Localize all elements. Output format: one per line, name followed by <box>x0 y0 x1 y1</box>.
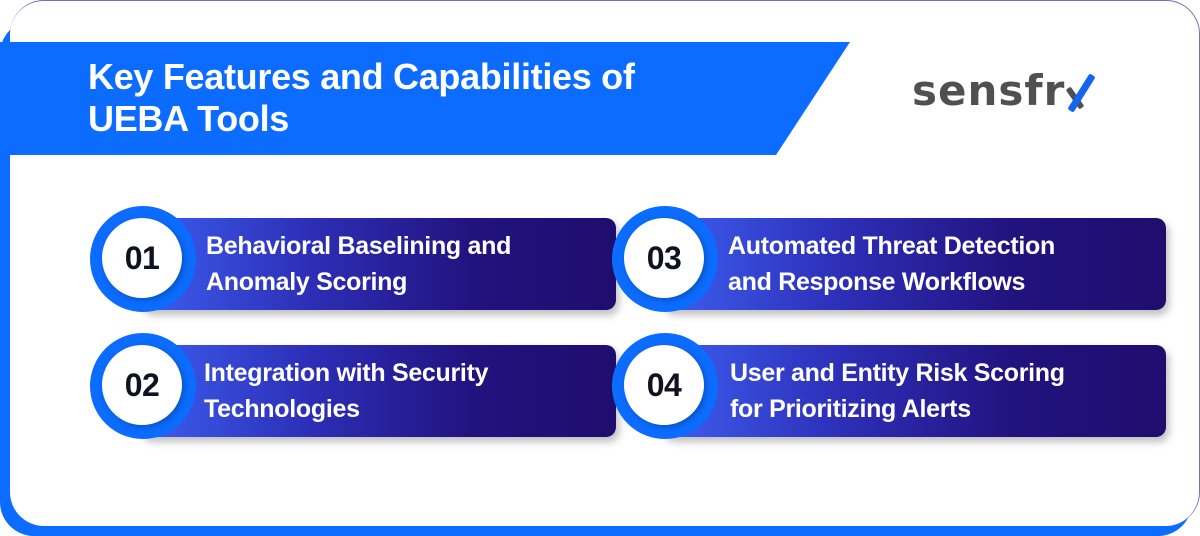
number-badge: 01 <box>102 218 182 298</box>
number-badge: 02 <box>102 345 182 425</box>
page-title-line-2: UEBA Tools <box>88 98 289 139</box>
feature-pill <box>140 218 616 310</box>
feature-label-line-2: Technologies <box>204 395 360 423</box>
feature-label-line-1: Behavioral Baselining and <box>206 232 512 260</box>
feature-number: 03 <box>646 239 682 276</box>
brand-logo-text: sensfr <box>912 66 1066 115</box>
feature-pill <box>662 218 1166 310</box>
feature-label: Integration with Security Technologies <box>204 355 489 427</box>
feature-label: Behavioral Baselining and Anomaly Scorin… <box>206 228 511 300</box>
x-mark-icon <box>1066 72 1096 113</box>
feature-label-line-2: and Response Workflows <box>728 268 1026 296</box>
feature-label-line-1: Automated Threat Detection <box>728 232 1055 260</box>
page-title-line-1: Key Features and Capabilities of <box>88 56 635 97</box>
feature-label-line-2: Anomaly Scoring <box>206 268 408 296</box>
feature-number: 02 <box>124 366 160 403</box>
feature-label-line-1: Integration with Security <box>204 359 489 387</box>
feature-pill <box>662 345 1166 437</box>
feature-label-line-2: for Prioritizing Alerts <box>730 395 971 423</box>
feature-label: Automated Threat Detection and Response … <box>728 228 1055 300</box>
number-badge: 04 <box>624 345 704 425</box>
feature-label: User and Entity Risk Scoring for Priorit… <box>730 355 1065 427</box>
brand-logo: sensfr <box>912 66 1096 116</box>
feature-pill <box>140 345 616 437</box>
feature-number: 04 <box>646 366 682 403</box>
number-badge: 03 <box>624 218 704 298</box>
feature-label-line-1: User and Entity Risk Scoring <box>730 359 1065 387</box>
title-banner <box>0 42 850 155</box>
feature-number: 01 <box>124 239 160 276</box>
page-title: Key Features and Capabilities of UEBA To… <box>88 56 788 140</box>
